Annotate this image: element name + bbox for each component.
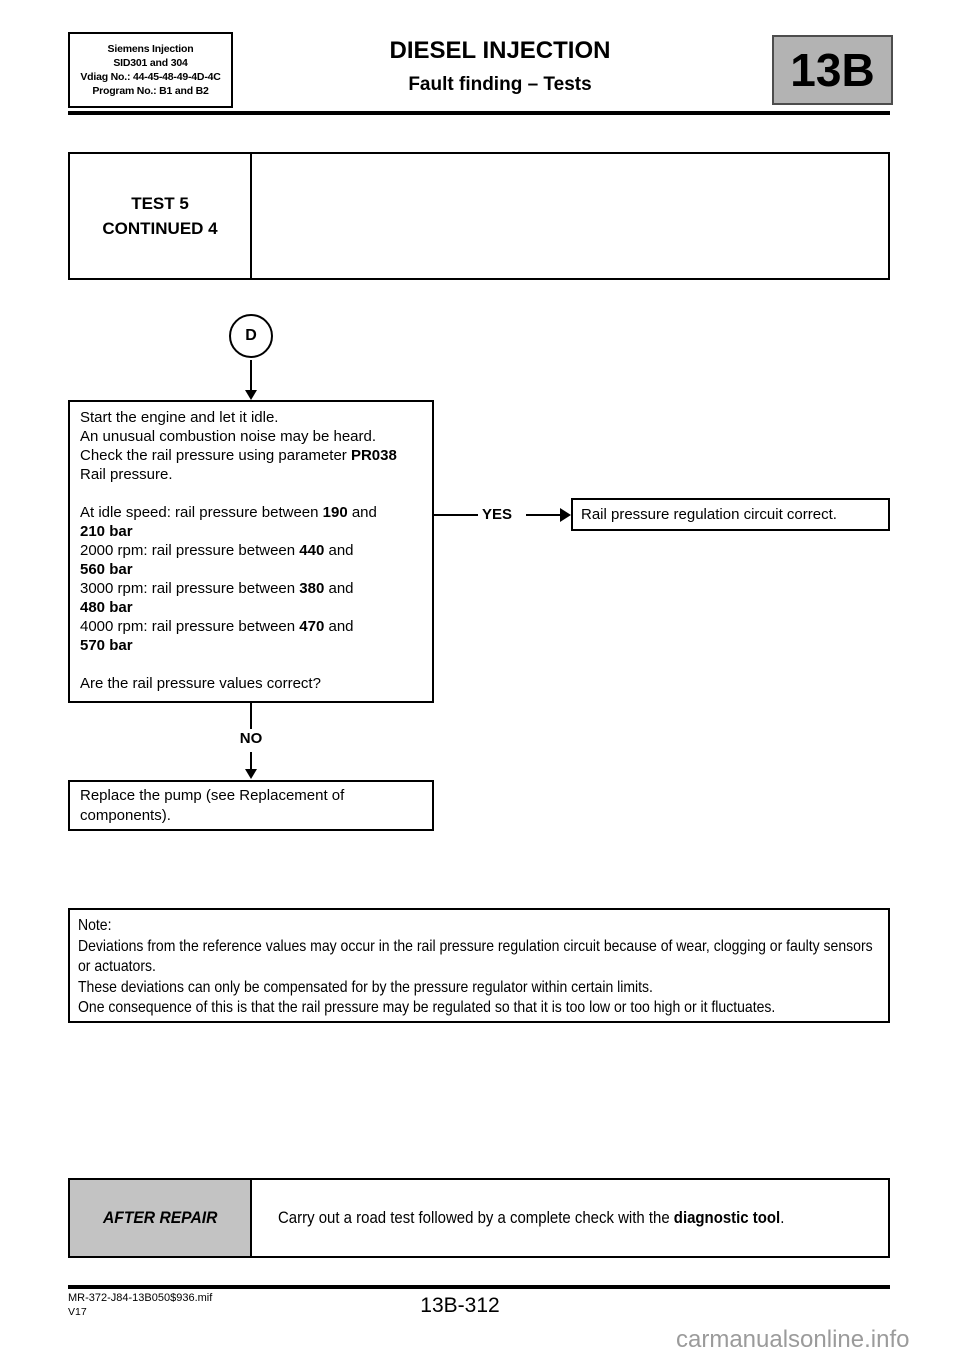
info-line: Program No.: B1 and B2: [92, 85, 209, 97]
connector-line: [526, 514, 562, 516]
blank-line: [80, 484, 422, 503]
flow-start-connector: D: [229, 314, 273, 358]
step-line: At idle speed: rail pressure between 190…: [80, 504, 377, 521]
info-line: Siemens Injection: [107, 43, 194, 55]
step-line: Start the engine and let it idle.: [80, 409, 279, 426]
no-result-text: Replace the pump (see Replacement of com…: [80, 787, 345, 824]
page-number: 13B-312: [420, 1294, 500, 1317]
page-subtitle: Fault finding – Tests: [408, 74, 592, 95]
after-repair-banner: AFTER REPAIR Carry out a road test follo…: [68, 1178, 890, 1258]
note-box: Note: Deviations from the reference valu…: [68, 908, 890, 1023]
note-content: Note: Deviations from the reference valu…: [78, 916, 884, 1019]
yes-result-text: Rail pressure regulation circuit correct…: [581, 506, 837, 523]
connector-line: [434, 514, 478, 516]
connector-line: [250, 703, 252, 729]
after-repair-text-cell: Carry out a road test followed by a comp…: [252, 1180, 888, 1256]
test-number: TEST 5: [131, 194, 189, 213]
blank-line: [80, 655, 422, 674]
yes-branch-label: YES: [482, 506, 513, 523]
no-branch-label: NO: [239, 730, 263, 747]
injection-info-box: Siemens Injection SID301 and 304 Vdiag N…: [68, 32, 233, 108]
test-banner-empty-cell: [252, 154, 888, 278]
flow-no-result-box: Replace the pump (see Replacement of com…: [68, 780, 434, 831]
connector-line: [250, 752, 252, 770]
note-paragraph: One consequence of this is that the rail…: [78, 999, 776, 1017]
step-line: 560 bar: [80, 561, 133, 578]
footer-version: V17: [68, 1306, 87, 1318]
test-banner-title-cell: TEST 5 CONTINUED 4: [70, 154, 252, 278]
after-repair-label-cell: AFTER REPAIR: [70, 1180, 252, 1256]
flow-yes-result-box: Rail pressure regulation circuit correct…: [571, 498, 890, 531]
note-title: Note:: [78, 917, 112, 934]
arrowhead-down-icon: [245, 390, 257, 400]
info-line: Vdiag No.: 44-45-48-49-4D-4C: [80, 71, 221, 83]
footer-divider: [68, 1285, 890, 1289]
test-continued: CONTINUED 4: [102, 219, 218, 238]
info-line: SID301 and 304: [113, 57, 188, 69]
step-line: 480 bar: [80, 599, 133, 616]
step-line: An unusual combustion noise may be heard…: [80, 428, 377, 445]
step-line: Rail pressure.: [80, 466, 173, 483]
test-banner: TEST 5 CONTINUED 4: [68, 152, 890, 280]
arrowhead-right-icon: [560, 508, 571, 522]
step-line: Check the rail pressure using parameter …: [80, 447, 397, 464]
footer-filename: MR-372-J84-13B050$936.mif: [68, 1292, 213, 1304]
watermark-text: carmanualsonline.info: [676, 1326, 910, 1353]
page-title: DIESEL INJECTION: [389, 37, 611, 64]
step-line: 4000 rpm: rail pressure between 470 and: [80, 618, 354, 635]
step-line: 2000 rpm: rail pressure between 440 and: [80, 542, 354, 559]
page-header: DIESEL INJECTION Fault finding – Tests: [240, 36, 760, 98]
step-question: Are the rail pressure values correct?: [80, 675, 321, 692]
section-code-badge: 13B: [772, 35, 893, 105]
note-paragraph: These deviations can only be compensated…: [78, 978, 653, 996]
after-repair-instruction: Carry out a road test followed by a comp…: [278, 1208, 785, 1227]
connector-line: [250, 360, 252, 392]
step-line: 3000 rpm: rail pressure between 380 and: [80, 580, 354, 597]
step-line: 570 bar: [80, 637, 133, 654]
header-divider: [68, 111, 890, 115]
flow-step-box: Start the engine and let it idle. An unu…: [68, 400, 434, 703]
after-repair-label: AFTER REPAIR: [102, 1208, 218, 1227]
note-paragraph: Deviations from the reference values may…: [78, 937, 873, 976]
arrowhead-down-icon: [245, 769, 257, 779]
step-line: 210 bar: [80, 523, 133, 540]
